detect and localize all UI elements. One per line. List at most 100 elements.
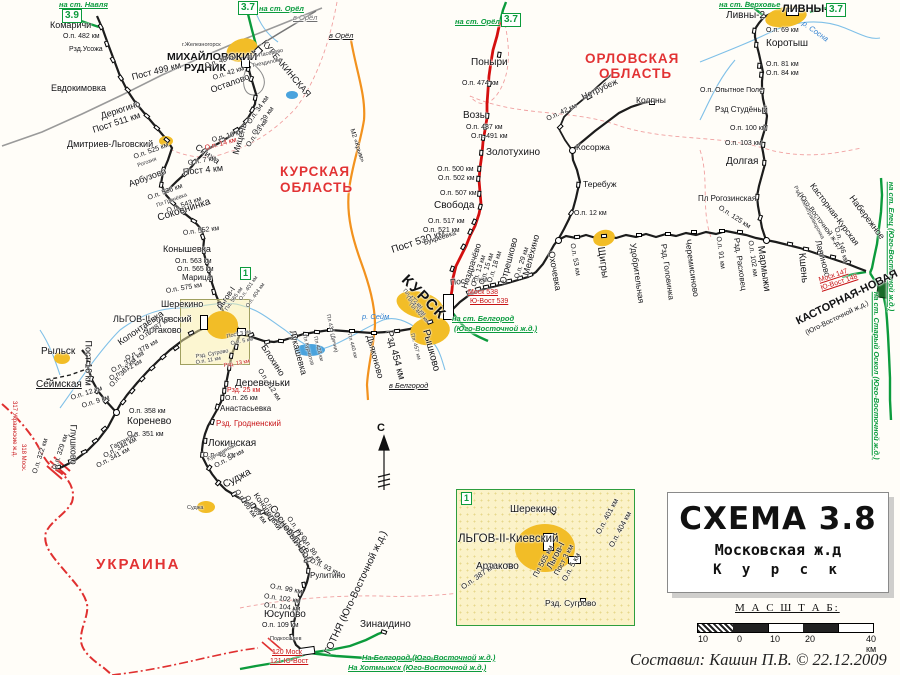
map-label: Деревеньки	[235, 378, 290, 389]
highway-m2-krym	[347, 39, 377, 401]
gray-road-to-orel	[1, 7, 323, 147]
major-station-rect	[543, 533, 554, 551]
station-marker	[393, 328, 401, 333]
oblast-border-lines	[171, 1, 863, 609]
scheme-ref-badge-1[interactable]: 1	[240, 267, 252, 280]
scheme-ref-badge-3.7[interactable]: 3.7	[826, 3, 846, 17]
major-station-rect	[200, 315, 208, 330]
junction-marker	[762, 236, 770, 244]
station-marker	[476, 190, 482, 197]
junction-marker	[568, 146, 576, 154]
station-marker	[475, 175, 481, 182]
map-label: О.п. 12 км	[574, 210, 607, 217]
map-label: О.п. 563 км	[175, 258, 212, 265]
scheme-ref-badge-3.7[interactable]: 3.7	[501, 13, 521, 27]
ukraine-border	[1, 403, 283, 675]
station-marker	[573, 234, 581, 239]
map-label: Пл Рогозинская	[698, 194, 757, 203]
junction-marker	[112, 408, 120, 416]
map-label: Глушково	[68, 424, 79, 465]
scale-tick: 10	[770, 634, 781, 644]
station-marker	[476, 165, 482, 172]
map-label: О.п. 482 км	[63, 33, 100, 40]
map-label: Долгая	[726, 156, 759, 167]
map-label: КУРСКАЯ	[280, 164, 351, 179]
map-label: О.п. 69 км	[766, 27, 799, 34]
scheme-ref-badge-1[interactable]: 1	[461, 492, 473, 505]
main-line-ponyri-kursk-red	[449, 21, 502, 297]
kurchatov-reservoir	[295, 344, 325, 356]
inset-label: ЛЬГОВ-II-Киевский	[458, 533, 559, 545]
station-marker	[600, 233, 608, 238]
station-marker	[221, 387, 227, 394]
junction-marker	[554, 236, 562, 244]
scheme-ref-badge-3.7[interactable]: 3.7	[238, 1, 258, 15]
scale-tick: 0	[737, 634, 743, 644]
station-marker	[223, 380, 229, 387]
station-marker	[349, 329, 355, 333]
map-label: ОРЛОВСКАЯ	[585, 51, 680, 66]
station-marker	[580, 598, 586, 602]
map-label: О.п. 517 км	[428, 218, 465, 225]
map-label: Шерекино	[161, 299, 204, 309]
north-arrow	[377, 434, 391, 490]
map-label: на ст. Белгород	[452, 314, 515, 323]
map-label: Коротыш	[766, 38, 809, 49]
rail-to-orel-gray	[256, 10, 317, 48]
inset-label: Артаково	[476, 561, 519, 572]
map-label: в Белгород	[389, 381, 429, 390]
map-label: ЛИВНЫ-1	[782, 3, 835, 15]
inset-label: Шерекино	[510, 504, 557, 515]
map-label: О.п. 109 км	[262, 622, 299, 629]
map-label: Подкосылев	[270, 636, 302, 642]
scheme-ref-badge-3.9[interactable]: 3.9	[62, 9, 82, 23]
scale-tick: 40 км	[866, 634, 877, 654]
map-label: Суджа	[187, 505, 204, 511]
map-label: Рзд. 25 км	[227, 387, 261, 394]
map-label: 121 Ю-Вост	[270, 658, 309, 665]
station-marker	[478, 149, 484, 156]
map-label: О.п. 358 км	[129, 408, 166, 415]
map-label: О.п. 103 км	[725, 140, 762, 147]
map-label: Теребуж	[583, 179, 617, 189]
map-label: Комаричи	[50, 20, 92, 30]
map-label: Косоржа	[576, 142, 610, 152]
map-label: Дмитриев-Льговский	[67, 139, 154, 149]
station-marker	[313, 329, 321, 334]
map-label: 318 Моск.	[20, 444, 26, 472]
map-label: О.п. 565 км	[177, 266, 214, 273]
map-label: Колпны	[636, 95, 666, 105]
map-label: Кшень	[796, 252, 811, 284]
major-station-rect	[443, 294, 454, 320]
station-marker	[575, 181, 581, 188]
map-label: в Орёл	[293, 13, 318, 22]
compass-north-letter: С	[377, 422, 385, 434]
station-marker	[736, 229, 744, 234]
station-marker	[756, 62, 762, 69]
map-label: Пост 16 км	[83, 340, 94, 386]
map-label: 120 Моск	[272, 649, 302, 656]
map-label: Коренево	[127, 416, 172, 427]
station-marker	[327, 328, 333, 332]
station-marker	[371, 331, 377, 335]
scheme-title: СХЕМА 3.8	[679, 501, 877, 537]
map-label: г.Железногорск	[182, 42, 221, 48]
station-marker	[202, 437, 208, 444]
map-label: Рзд.Усожа	[69, 46, 103, 53]
station-marker	[665, 232, 671, 236]
map-label: на ст. Старый Оскол (Юго-Восточной ж.д.)	[871, 291, 881, 460]
railway-name: Московская ж.д	[714, 541, 842, 559]
map-label: ОБЛАСТЬ	[280, 180, 354, 195]
map-label: Юсупово	[264, 609, 306, 620]
station-marker	[753, 41, 759, 48]
map-label: Поныри	[471, 57, 508, 68]
station-marker	[219, 394, 225, 401]
pond	[286, 91, 298, 99]
major-station-rect	[786, 8, 799, 16]
town-area	[206, 311, 238, 339]
map-label: О.п. 521 км	[423, 227, 460, 234]
map-label: ЛЬГОВ-II-Киевский	[113, 314, 192, 324]
map-label: О.п. Опытное Поле	[700, 87, 763, 94]
map-label: Ливны-2	[726, 10, 766, 21]
